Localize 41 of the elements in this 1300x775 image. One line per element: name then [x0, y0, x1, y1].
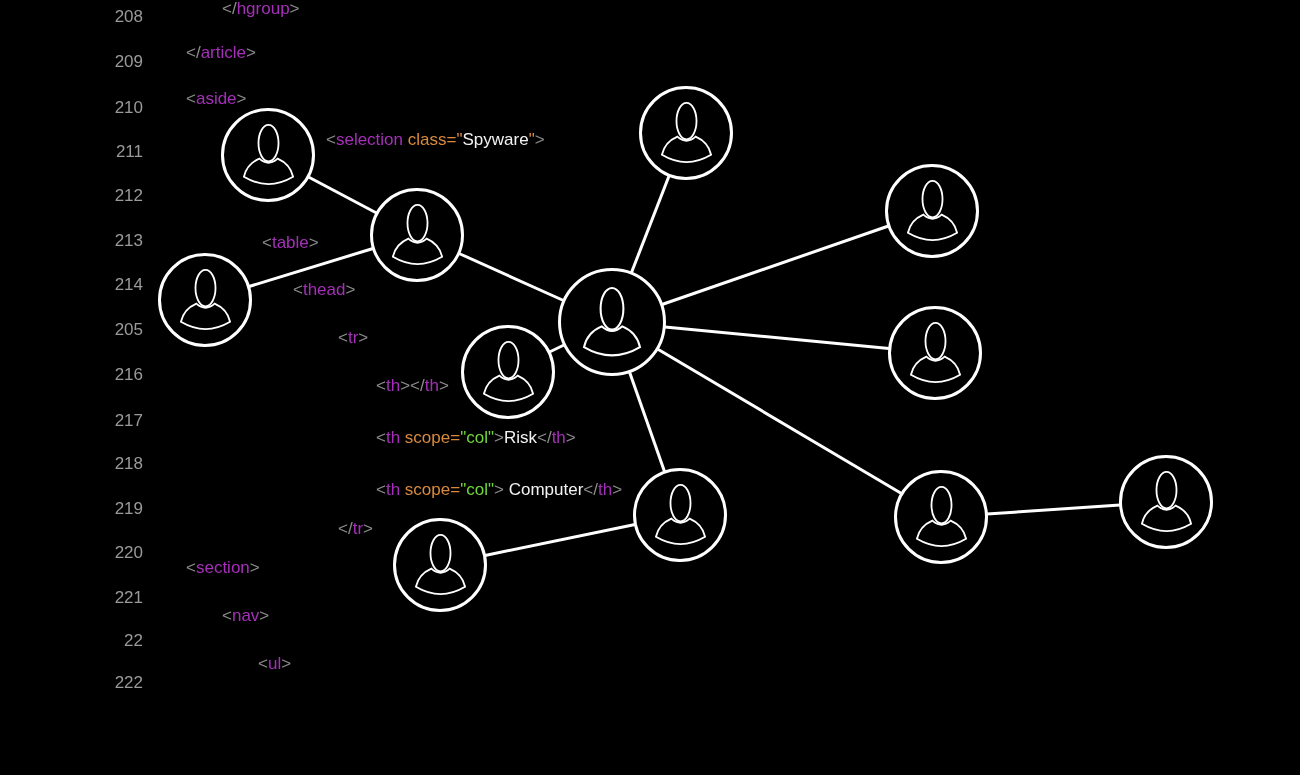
line-number: 211 — [115, 142, 143, 162]
line-number: 212 — [114, 186, 143, 206]
line-number: 216 — [114, 365, 143, 385]
connector-line — [630, 175, 671, 274]
code-line: <tr> — [338, 328, 369, 348]
connector-line — [661, 224, 889, 306]
connector-line — [628, 371, 666, 472]
connector-line — [484, 523, 636, 557]
code-line: <th scope="col"> Computer</th> — [376, 480, 623, 500]
connector-line — [307, 175, 378, 215]
code-line: <aside> — [186, 89, 247, 109]
line-number: 210 — [114, 98, 143, 118]
line-number: 222 — [114, 673, 143, 693]
connector-line — [656, 347, 903, 495]
connector-line — [548, 343, 565, 354]
line-number: 209 — [114, 52, 143, 72]
line-number: 208 — [114, 7, 143, 27]
code-line: <section> — [186, 558, 260, 578]
code-line: </hgroup> — [222, 0, 300, 19]
line-number: 219 — [114, 499, 143, 519]
code-line: <th scope="col">Risk</th> — [376, 428, 576, 448]
code-line: <selection class="Spyware"> — [326, 130, 545, 150]
code-line: <table> — [262, 233, 319, 253]
connector-line — [664, 325, 890, 350]
code-line: <nav> — [222, 606, 270, 626]
code-line: <ul> — [258, 654, 292, 674]
line-number: 221 — [114, 588, 143, 608]
code-line: </article> — [186, 43, 256, 63]
line-number: 22 — [124, 631, 143, 651]
line-number: 213 — [114, 231, 143, 251]
connector-line — [986, 503, 1121, 516]
code-line: <thead> — [293, 280, 356, 300]
line-number: 217 — [114, 411, 143, 431]
connector-line — [248, 247, 374, 288]
code-line: </tr> — [338, 519, 373, 539]
line-number: 220 — [114, 543, 143, 563]
line-number: 214 — [114, 275, 143, 295]
connector-line — [458, 252, 565, 302]
line-number: 205 — [114, 320, 143, 340]
line-number: 218 — [114, 454, 143, 474]
code-line: <th></th> — [376, 376, 449, 396]
